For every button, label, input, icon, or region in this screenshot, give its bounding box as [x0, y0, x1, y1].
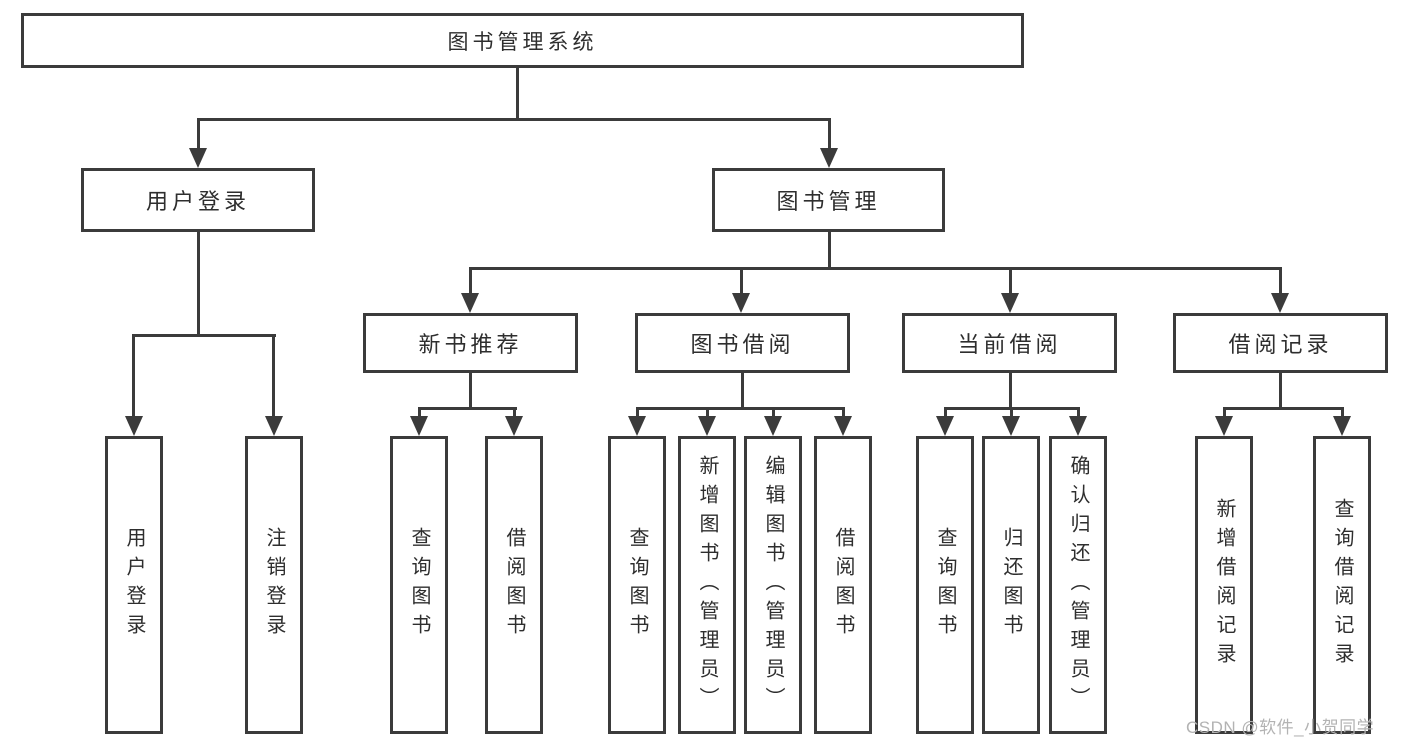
node-leaf-user-login: 用户登录	[105, 436, 163, 734]
node-leaf-confirm-return-admin: 确认归还（管理员）	[1049, 436, 1107, 734]
node-current-borrowing-label: 当前借阅	[957, 332, 1062, 357]
node-leaf-query-borrow-record-label: 查询借阅记录	[1331, 498, 1353, 672]
connector-bb-query-drop	[636, 407, 639, 418]
connector-book-mgmt-drop	[828, 118, 831, 150]
node-leaf-bb-borrow-books-label: 借阅图书	[832, 527, 854, 643]
arrowhead-book-mgmt	[820, 148, 838, 168]
connector-user-login-bar	[132, 334, 276, 337]
node-leaf-bb-query-books: 查询图书	[608, 436, 666, 734]
arrowhead-cb-return	[1002, 416, 1020, 436]
connector-current-borrow-drop	[1009, 267, 1012, 295]
node-leaf-user-login-label: 用户登录	[123, 527, 145, 643]
arrowhead-user-login	[189, 148, 207, 168]
connector-user-login-drop	[197, 118, 200, 150]
arrowhead-logout-leaf	[265, 416, 283, 436]
arrowhead-current-borrow	[1001, 293, 1019, 313]
connector-new-book-drop	[469, 267, 472, 295]
connector-cb-query-drop	[944, 407, 947, 418]
arrowhead-cb-query	[936, 416, 954, 436]
node-book-borrowing: 图书借阅	[635, 313, 850, 373]
node-book-borrowing-label: 图书借阅	[690, 332, 795, 357]
node-leaf-nb-borrow-books: 借阅图书	[485, 436, 543, 734]
node-borrowing-records: 借阅记录	[1173, 313, 1388, 373]
node-leaf-return-books: 归还图书	[982, 436, 1040, 734]
arrowhead-login-leaf	[125, 416, 143, 436]
node-leaf-query-borrow-record: 查询借阅记录	[1313, 436, 1371, 734]
connector-borrow-records-bar	[1223, 407, 1344, 410]
node-leaf-cb-query-books: 查询图书	[916, 436, 974, 734]
node-new-book-recommend: 新书推荐	[363, 313, 578, 373]
connector-current-borrow-stem	[1009, 373, 1012, 410]
node-leaf-nb-query-books: 查询图书	[390, 436, 448, 734]
connector-cb-return-drop	[1010, 407, 1013, 418]
node-leaf-add-borrow-record-label: 新增借阅记录	[1213, 498, 1235, 672]
arrowhead-br-query	[1333, 416, 1351, 436]
connector-br-query-drop	[1341, 407, 1344, 418]
node-library-system-label: 图书管理系统	[447, 30, 598, 54]
connector-new-book-bar	[418, 407, 517, 410]
node-leaf-edit-book-admin: 编辑图书（管理员）	[744, 436, 802, 734]
node-current-borrowing: 当前借阅	[902, 313, 1117, 373]
arrowhead-bb-borrow	[834, 416, 852, 436]
connector-nb-borrow-drop	[513, 407, 516, 418]
connector-book-borrow-drop	[740, 267, 743, 295]
arrowhead-bb-query	[628, 416, 646, 436]
node-leaf-add-borrow-record: 新增借阅记录	[1195, 436, 1253, 734]
node-book-management-label: 图书管理	[776, 189, 881, 214]
node-borrowing-records-label: 借阅记录	[1228, 332, 1333, 357]
node-library-system: 图书管理系统	[21, 13, 1024, 68]
connector-new-book-stem	[469, 373, 472, 410]
connector-cb-confirm-drop	[1077, 407, 1080, 418]
arrowhead-cb-confirm	[1069, 416, 1087, 436]
node-leaf-confirm-return-admin-label: 确认归还（管理员）	[1067, 454, 1089, 716]
connector-bb-edit-drop	[772, 407, 775, 418]
node-leaf-logout-label: 注销登录	[263, 527, 285, 643]
node-leaf-bb-query-books-label: 查询图书	[626, 527, 648, 643]
connector-login-leaf-drop	[132, 334, 135, 418]
csdn-watermark: CSDN @软件_小贺同学	[1186, 718, 1375, 737]
connector-bb-borrow-drop	[842, 407, 845, 418]
connector-root-bar	[197, 118, 831, 121]
connector-user-login-stem	[197, 232, 200, 336]
node-book-management: 图书管理	[712, 168, 945, 232]
connector-bb-add-drop	[706, 407, 709, 418]
connector-book-borrow-stem	[741, 373, 744, 410]
arrowhead-borrow-records	[1271, 293, 1289, 313]
connector-book-mgmt-stem	[828, 232, 831, 270]
node-user-login-label: 用户登录	[145, 189, 250, 214]
arrowhead-nb-borrow	[505, 416, 523, 436]
connector-root-stem	[516, 68, 519, 121]
arrowhead-new-book-rec	[461, 293, 479, 313]
arrowhead-book-borrow	[732, 293, 750, 313]
node-leaf-add-book-admin: 新增图书（管理员）	[678, 436, 736, 734]
node-leaf-edit-book-admin-label: 编辑图书（管理员）	[762, 454, 784, 716]
node-leaf-nb-borrow-books-label: 借阅图书	[503, 527, 525, 643]
node-leaf-nb-query-books-label: 查询图书	[408, 527, 430, 643]
node-new-book-recommend-label: 新书推荐	[418, 332, 523, 357]
arrowhead-bb-add	[698, 416, 716, 436]
node-leaf-logout: 注销登录	[245, 436, 303, 734]
node-leaf-bb-borrow-books: 借阅图书	[814, 436, 872, 734]
arrowhead-nb-query	[410, 416, 428, 436]
arrowhead-bb-edit	[764, 416, 782, 436]
arrowhead-br-add	[1215, 416, 1233, 436]
connector-book-borrow-bar	[636, 407, 845, 410]
connector-logout-leaf-drop	[272, 334, 275, 418]
node-leaf-cb-query-books-label: 查询图书	[934, 527, 956, 643]
connector-nb-query-drop	[418, 407, 421, 418]
node-user-login: 用户登录	[81, 168, 315, 232]
connector-br-add-drop	[1223, 407, 1226, 418]
node-leaf-add-book-admin-label: 新增图书（管理员）	[696, 454, 718, 716]
connector-borrow-records-drop	[1279, 267, 1282, 295]
connector-borrow-records-stem	[1279, 373, 1282, 410]
node-leaf-return-books-label: 归还图书	[1000, 527, 1022, 643]
connector-book-mgmt-bar	[469, 267, 1282, 270]
